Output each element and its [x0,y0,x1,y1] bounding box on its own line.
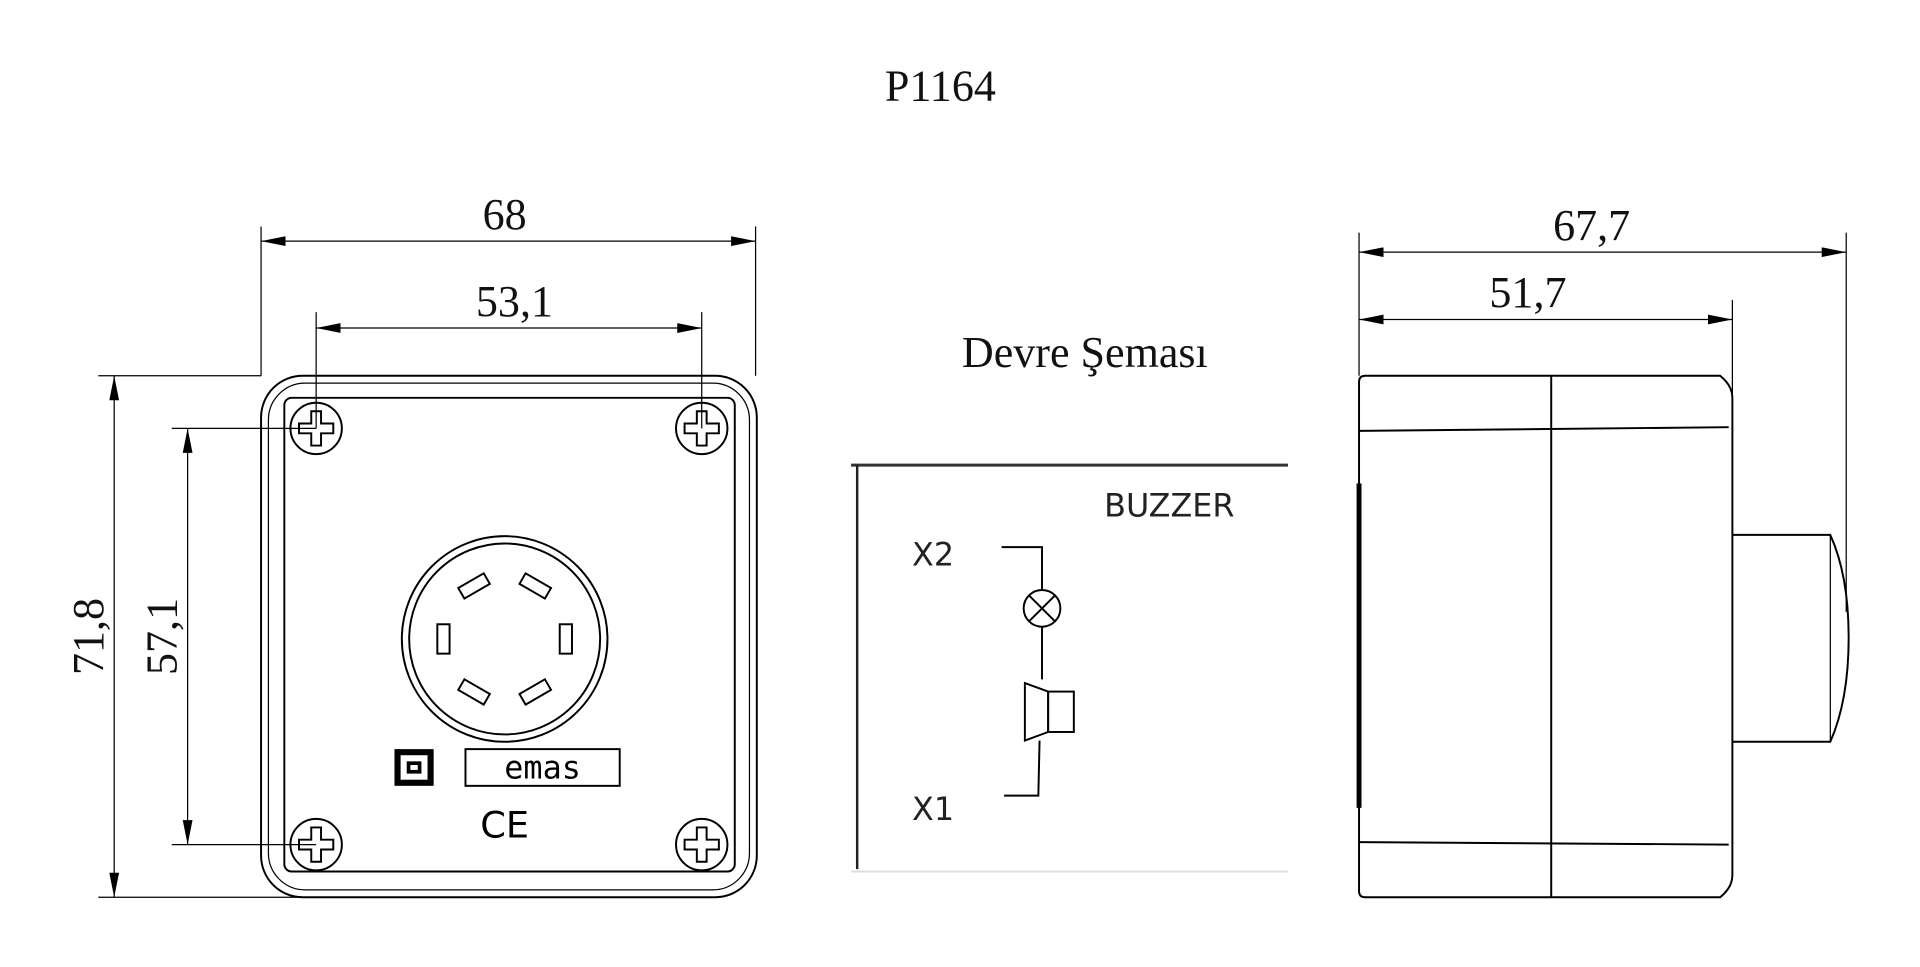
emas-logo: emas [394,748,621,787]
dim-height-71-8: 71,8 [64,598,113,675]
schematic-heading: Devre Şeması [962,328,1208,377]
terminal-x1: X1 [912,790,954,828]
dim-depth-51-7: 51,7 [1489,268,1566,317]
buzzer-icon [1023,681,1075,742]
drawing-title: P1164 [885,61,996,110]
dim-width-53-1: 53,1 [476,277,553,326]
lamp-icon [1022,589,1062,628]
logo-text: emas [504,748,581,786]
dim-width-68: 68 [483,190,527,239]
circuit-schematic: Devre Şeması BUZZER X2 X1 [851,328,1289,873]
dim-depth-67-7: 67,7 [1553,201,1630,250]
buzzer-body-side [1732,533,1850,743]
buzzer-grille-icon [400,535,609,743]
front-view: emas CE 68 53,1 71,8 57,1 [64,190,758,899]
dim-height-57-1: 57,1 [138,598,187,675]
buzzer-label: BUZZER [1104,487,1234,525]
ce-mark: CE [480,803,529,846]
screw-icon [289,401,729,872]
side-view: 67,7 51,7 [1356,201,1850,899]
terminal-x2: X2 [912,536,954,574]
